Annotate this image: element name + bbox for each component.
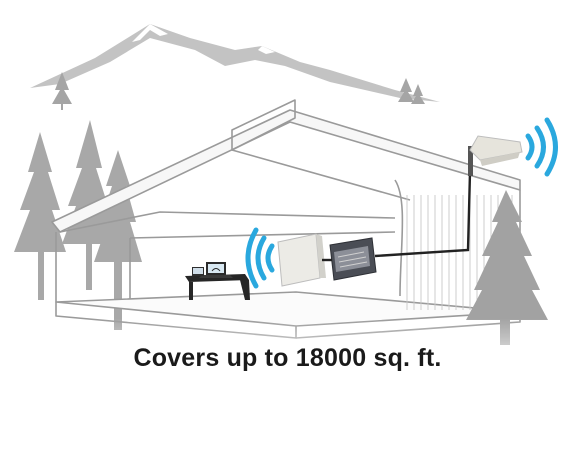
coverage-caption: Covers up to 18000 sq. ft. — [133, 344, 442, 372]
pine-tree-right — [466, 190, 548, 345]
indoor-panel-antenna — [277, 233, 326, 287]
outdoor-yagi-antenna — [468, 135, 523, 176]
pine-tree-small — [52, 72, 425, 110]
mountain-range — [30, 24, 440, 102]
bottom-fade — [0, 318, 575, 378]
laptop — [192, 262, 233, 278]
signal-booster — [329, 237, 377, 281]
signal-waves-outdoor — [525, 117, 558, 177]
coax-cable — [322, 171, 472, 262]
signal-waves-indoor — [245, 227, 275, 289]
